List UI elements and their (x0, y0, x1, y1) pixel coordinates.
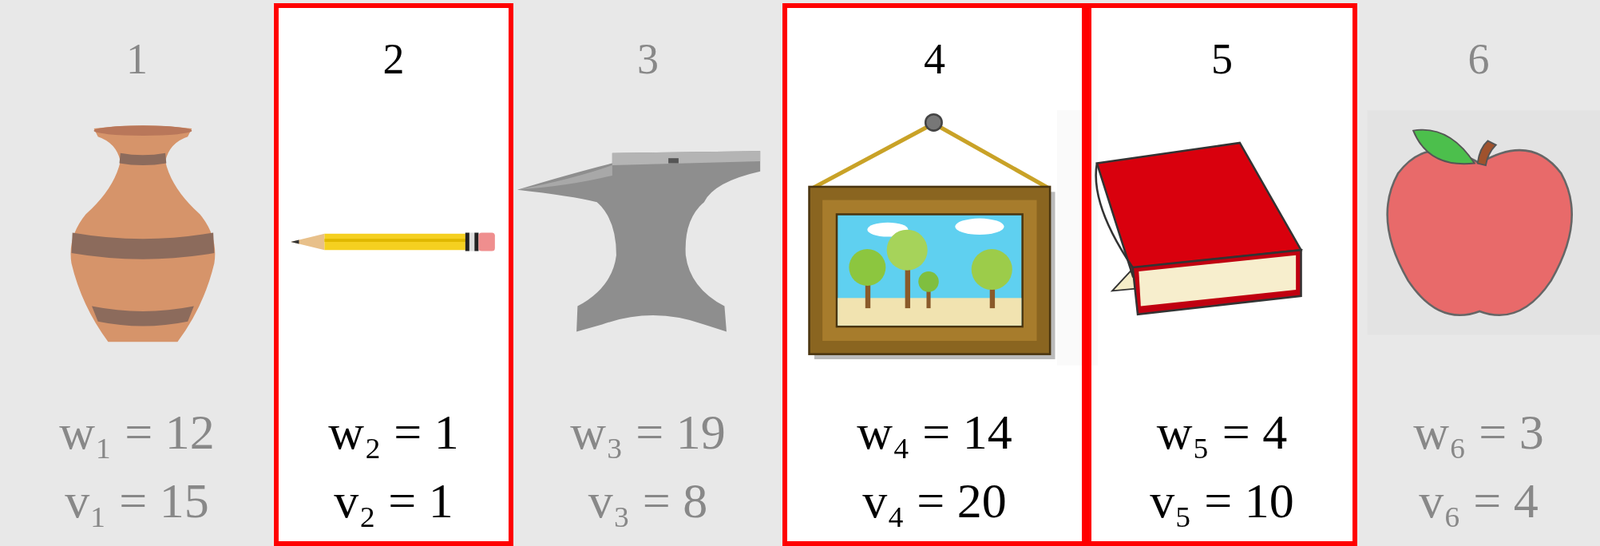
value-label: v₂ = 1 (278, 471, 509, 531)
pencil-icon-part (469, 232, 475, 251)
vase-icon-part (71, 232, 214, 259)
item-panel: 2 w₂ = 1 v₂ = 1 (273, 3, 514, 546)
anvil-icon-part (612, 150, 761, 166)
pencil-icon-part (465, 232, 470, 251)
picture-frame-icon-part (848, 249, 886, 286)
picture-frame-icon-part (809, 186, 1051, 355)
picture-frame-icon-part (971, 249, 1013, 290)
apple-icon-part (1477, 140, 1497, 166)
vase-icon-part (71, 125, 216, 342)
value-label: v₁ = 15 (0, 471, 274, 531)
value-label: v₄ = 20 (787, 471, 1082, 531)
picture-frame-icon-part (813, 123, 1049, 189)
weight-label: w₅ = 4 (1091, 402, 1353, 462)
item-panel: 5 w₅ = 4 v₅ = 10 (1086, 3, 1358, 546)
pencil-icon-part (474, 232, 479, 251)
weight-label: w₃ = 19 (513, 402, 783, 462)
picture-frame-icon-part (822, 200, 1037, 341)
item-number: 5 (1091, 33, 1353, 86)
book-icon-part (1138, 255, 1296, 307)
weight-label: w₆ = 3 (1357, 402, 1600, 462)
item-number: 2 (278, 33, 509, 86)
item-number: 1 (0, 33, 274, 86)
anvil-icon-part (517, 150, 761, 332)
picture-frame-icon-part (918, 271, 939, 293)
pencil-icon-part (290, 233, 325, 250)
weight-label: w₁ = 12 (0, 402, 274, 462)
pencil-icon (290, 232, 496, 251)
weight-label: w₄ = 14 (787, 402, 1082, 462)
picture-frame-icon-part (887, 229, 928, 271)
item-number: 4 (787, 33, 1082, 86)
apple-icon-part (1413, 130, 1475, 165)
picture-frame-icon-part (954, 218, 1004, 235)
anvil-icon-part (668, 158, 679, 163)
item-panel: 1 w₁ = 12 v₁ = 15 (0, 3, 274, 546)
book-icon-part (1132, 249, 1302, 315)
weight-label: w₂ = 1 (278, 402, 509, 462)
apple-icon-part (1387, 150, 1573, 316)
picture-frame-icon (809, 114, 1056, 360)
picture-frame-icon-part (814, 191, 1056, 360)
anvil-icon-part (517, 165, 613, 191)
value-label: v₅ = 10 (1091, 471, 1353, 531)
panel-ground-part (1057, 110, 1098, 366)
picture-frame-icon-part (836, 213, 1023, 327)
item-panel: 6 w₆ = 3 v₆ = 4 (1357, 3, 1600, 546)
vase-icon-part (94, 125, 193, 136)
item-number: 3 (513, 33, 783, 86)
panel-ground-part (273, 3, 514, 546)
vase-icon (71, 125, 216, 342)
picture-frame-icon-part (925, 114, 942, 131)
item-panel: 4 w₄ = 14 v₄ = 20 (782, 3, 1087, 546)
pencil-icon-part (478, 232, 495, 251)
panel-ground-part (782, 3, 1358, 546)
value-label: v₃ = 8 (513, 471, 783, 531)
vase-icon-part (119, 153, 167, 166)
pencil-icon-part (324, 233, 465, 250)
book-icon-part (1096, 163, 1133, 268)
panel-ground-part (1367, 110, 1600, 335)
anvil-icon (517, 150, 761, 332)
pencil-icon-part (324, 238, 465, 242)
vase-icon-part (91, 306, 195, 327)
apple-icon (1387, 130, 1573, 316)
item-panel: 3 w₃ = 19 v₃ = 8 (513, 3, 783, 546)
pencil-icon-part (290, 239, 299, 244)
item-number: 6 (1357, 33, 1600, 86)
value-label: v₆ = 4 (1357, 471, 1600, 531)
book-icon (1096, 142, 1302, 315)
